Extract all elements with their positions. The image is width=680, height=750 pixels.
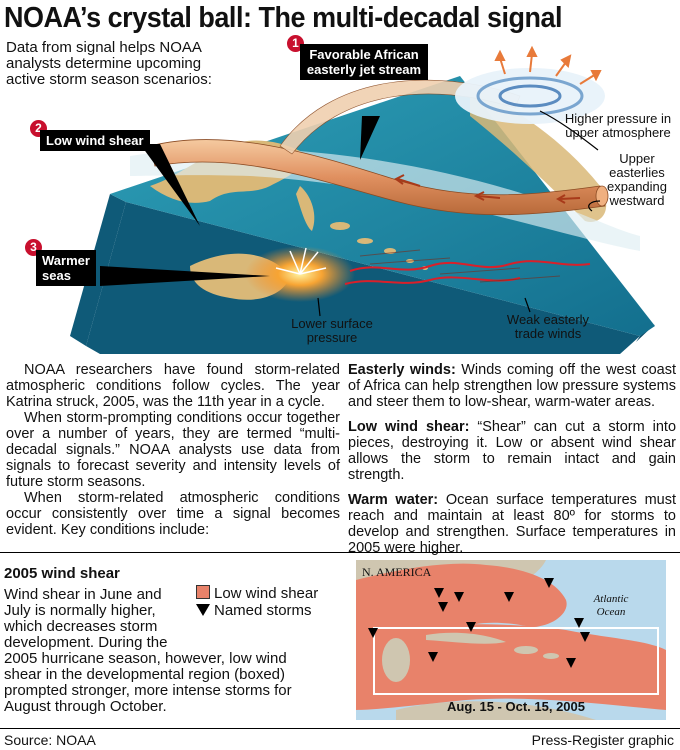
- wind-shear-line: which decreases storm: [4, 618, 158, 635]
- named-storm-marker: [504, 592, 514, 602]
- graphic-credit: Press-Register graphic: [531, 732, 674, 748]
- pointer-wedge-3: [100, 266, 270, 286]
- low-wind-shear-paragraph: Low wind shear: “Shear” can cut a storm …: [348, 419, 676, 483]
- named-storm-marker: [574, 618, 584, 628]
- pointer-lines: [317, 110, 601, 317]
- named-storm-marker: [566, 658, 576, 668]
- warm-water-paragraph: Warm water: Ocean surface temperatures m…: [348, 492, 676, 556]
- named-storm-marker: [466, 622, 476, 632]
- wind-shear-line: Wind shear in June and: [4, 586, 162, 603]
- map-ocean-label-1: Atlantic: [593, 593, 629, 605]
- low-shear-region-south: [356, 624, 666, 710]
- named-storm-markers: [368, 578, 590, 668]
- easterly-winds-text: Winds coming off the west coast of Afric…: [348, 362, 677, 410]
- pointer-wedge-1: [360, 116, 380, 160]
- legend-named-storms: Named storms: [196, 603, 312, 619]
- source-credit: Source: NOAA: [4, 732, 96, 748]
- high-pressure-arrows: [494, 45, 602, 85]
- named-storm-marker: [438, 602, 448, 612]
- slab-side-left: [70, 194, 126, 346]
- left-paragraph-1: NOAA researchers have found storm-relate…: [6, 362, 340, 410]
- named-storm-marker: [428, 652, 438, 662]
- callout-warmer-seas: Warmer seas: [36, 250, 96, 286]
- warm-water-heading: Warm water:: [348, 492, 439, 508]
- intro-text: Data from signal helps NOAA analysts det…: [6, 39, 212, 88]
- developmental-region-box: [373, 627, 659, 695]
- wind-shear-line: shear in the developmental region (boxed…: [4, 666, 286, 683]
- wind-shear-line: development. During the: [4, 634, 168, 651]
- named-storm-triangle-icon: [196, 604, 210, 616]
- easterly-winds-paragraph: Easterly winds: Winds coming off the wes…: [348, 362, 676, 410]
- named-storm-marker: [580, 632, 590, 642]
- wind-shear-map: N. AMERICA Atlantic Ocean Aug. 15 - Oct.…: [356, 560, 666, 720]
- wind-shear-title: 2005 wind shear: [4, 565, 120, 582]
- wind-shear-text: Wind shear in June and July is normally …: [4, 587, 292, 715]
- map-date-range: Aug. 15 - Oct. 15, 2005: [447, 699, 585, 714]
- callout-low-wind-shear: Low wind shear: [40, 130, 150, 151]
- left-column: NOAA researchers have found storm-relate…: [6, 362, 340, 538]
- land-florida: [296, 186, 315, 231]
- caribbean-islands: [382, 632, 559, 682]
- legend-named-storms-label: Named storms: [214, 602, 312, 619]
- low-wind-shear-heading: Low wind shear:: [348, 419, 470, 435]
- named-storm-marker: [368, 628, 378, 638]
- page-title: NOAA’s crystal ball: The multi-decadal s…: [4, 2, 563, 34]
- label-higher-pressure: Higher pressure in upper atmosphere: [564, 111, 672, 140]
- label-upper-easterlies: Upper easterlies expanding westward: [607, 151, 667, 208]
- easterly-winds-heading: Easterly winds:: [348, 362, 456, 378]
- divider-top: [0, 552, 680, 553]
- left-paragraph-2: When storm-prompting conditions occur to…: [6, 410, 340, 490]
- low-wind-shear-swatch: [196, 585, 210, 599]
- trade-wind-streaks: [359, 249, 561, 283]
- ocean-surface: [110, 76, 655, 336]
- wind-shear-line: prompted stronger, more intense storms f…: [4, 682, 292, 699]
- label-lower-surface-pressure: Lower surface pressure: [291, 316, 373, 345]
- climate-diagram: [70, 45, 655, 354]
- low-shear-region-north: [356, 563, 567, 638]
- high-pressure-swirl: [455, 68, 605, 124]
- warm-rays: [275, 247, 327, 275]
- callout-jet-stream: Favorable African easterly jet stream: [300, 44, 428, 80]
- trade-winds: [344, 260, 591, 285]
- wind-shear-line: 2005 hurricane season, however, low wind: [4, 650, 287, 667]
- slab-side-front: [86, 202, 640, 354]
- right-column: Easterly winds: Winds coming off the wes…: [348, 362, 676, 556]
- legend-low-wind-shear: Low wind shear: [196, 585, 318, 602]
- wind-shear-line: July is normally higher,: [4, 602, 156, 619]
- left-paragraph-3: When storm-related atmospheric condition…: [6, 490, 340, 538]
- low-wind-shear-text: “Shear” can cut a storm into pieces, des…: [348, 419, 677, 483]
- named-storm-marker: [454, 592, 464, 602]
- map-region-label: N. AMERICA: [362, 565, 432, 579]
- label-weak-trade-winds: Weak easterly trade winds: [506, 312, 590, 341]
- pointer-wedge-2: [140, 144, 200, 226]
- map-land-south: [396, 701, 596, 720]
- jet-arrows: [394, 174, 581, 204]
- named-storm-marker: [544, 578, 554, 588]
- low-shear-sheet: [130, 148, 640, 251]
- named-storm-marker: [434, 588, 444, 598]
- divider-bottom: [0, 728, 680, 729]
- wind-shear-line: August through October.: [4, 698, 167, 715]
- map-ocean-label-2: Ocean: [597, 606, 626, 618]
- legend-low-wind-shear-label: Low wind shear: [214, 585, 319, 602]
